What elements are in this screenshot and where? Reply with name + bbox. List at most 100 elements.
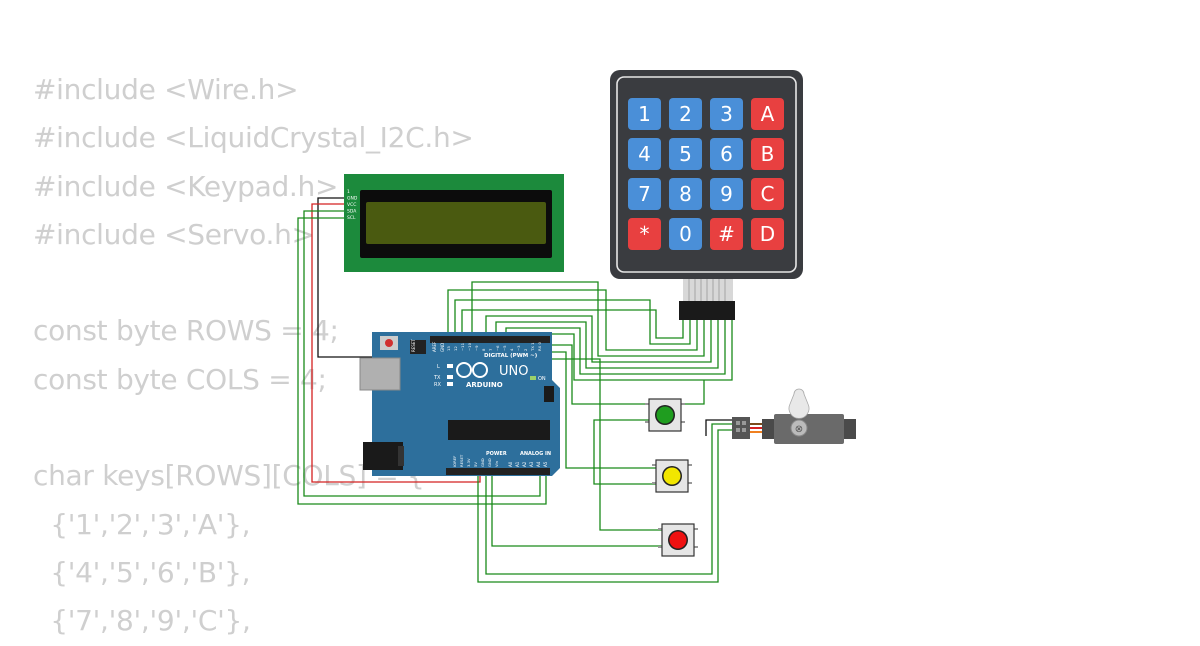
usb-port bbox=[359, 357, 401, 391]
push-button[interactable] bbox=[645, 398, 685, 432]
push-button-cap[interactable] bbox=[663, 467, 681, 485]
keypad-key-cap bbox=[669, 98, 702, 130]
keypad-key-cap bbox=[669, 138, 702, 170]
keypad-key[interactable]: 6 bbox=[710, 138, 743, 170]
arduino-uno[interactable]: ARDUINO UNO DIGITAL (PWM ~) POWER ANALOG… bbox=[359, 332, 560, 476]
digital-label: DIGITAL (PWM ~) bbox=[484, 353, 538, 359]
keypad-key[interactable]: 9 bbox=[710, 178, 743, 210]
keypad-key[interactable]: C bbox=[751, 178, 784, 210]
push-button-cap[interactable] bbox=[669, 531, 687, 549]
wire-lcd-gnd[interactable] bbox=[317, 197, 372, 358]
l-led-label: L bbox=[437, 364, 440, 370]
keypad-key[interactable]: A bbox=[751, 98, 784, 130]
keypad-key[interactable]: 2 bbox=[669, 98, 702, 130]
keypad-key[interactable]: 8 bbox=[669, 178, 702, 210]
wire-btn-red-2[interactable] bbox=[491, 470, 662, 547]
push-button-cap[interactable] bbox=[656, 406, 674, 424]
push-buttons bbox=[645, 398, 698, 557]
wire-lcd-vcc[interactable] bbox=[311, 203, 481, 483]
digital-pin-label: 7 bbox=[488, 348, 493, 351]
digital-pin-label: 12 bbox=[453, 346, 458, 351]
wire-btn-red[interactable] bbox=[552, 358, 662, 531]
servo-horn[interactable] bbox=[788, 388, 810, 419]
servo-motor[interactable]: ⊗ bbox=[732, 388, 856, 444]
wire-kp-6[interactable] bbox=[495, 320, 719, 369]
lcd-pin-label: SDA bbox=[347, 209, 357, 215]
keypad-key[interactable]: 0 bbox=[669, 218, 702, 250]
keypad-key-cap bbox=[710, 98, 743, 130]
code-line: #include <LiquidCrystal_I2C.h> bbox=[33, 121, 474, 155]
digital-pin-label: 13 bbox=[446, 346, 451, 351]
arduino-brand: ARDUINO bbox=[466, 381, 503, 389]
servo-body bbox=[774, 414, 844, 444]
arduino-model: UNO bbox=[499, 364, 528, 379]
keypad-key-cap bbox=[669, 218, 702, 250]
aref-label: AREF bbox=[432, 341, 437, 352]
digital-pin-label: ~5 bbox=[502, 345, 507, 351]
keypad-key-cap bbox=[751, 178, 784, 210]
wire-btn-green[interactable] bbox=[552, 344, 650, 405]
keypad-key[interactable]: 1 bbox=[628, 98, 661, 130]
wire-kp-2[interactable] bbox=[454, 299, 691, 345]
keypad-key-label: 9 bbox=[720, 182, 733, 206]
keypad-key-label: 2 bbox=[679, 102, 692, 126]
digital-header bbox=[430, 336, 550, 343]
keypad-ribbon bbox=[683, 279, 733, 301]
keypad-key[interactable]: * bbox=[628, 218, 661, 250]
keypad-key-label: 4 bbox=[638, 142, 651, 166]
wire-servo-signal[interactable] bbox=[705, 419, 732, 436]
keypad-key[interactable]: B bbox=[751, 138, 784, 170]
keypad-key-label: A bbox=[761, 102, 775, 126]
analog-label: ANALOG IN bbox=[520, 451, 551, 457]
power-pin-label: 5V bbox=[473, 462, 478, 467]
wire-kp-3[interactable] bbox=[447, 289, 698, 351]
wire-gnd-bus[interactable] bbox=[485, 423, 732, 575]
digital-pin-label: TX 1 bbox=[530, 342, 535, 352]
analog-pin-label: A4 bbox=[536, 461, 541, 467]
code-line: #include <Servo.h> bbox=[33, 217, 315, 251]
keypad-key[interactable]: 4 bbox=[628, 138, 661, 170]
keypad-key[interactable]: # bbox=[710, 218, 743, 250]
keypad-key[interactable]: 3 bbox=[710, 98, 743, 130]
keypad-key-label: 1 bbox=[638, 102, 651, 126]
wire-lcd-scl[interactable] bbox=[297, 217, 547, 505]
keypad-key[interactable]: 7 bbox=[628, 178, 661, 210]
on-label: ON bbox=[538, 376, 546, 382]
keypad-key-label: C bbox=[761, 182, 775, 206]
keypad-key-cap bbox=[628, 98, 661, 130]
wire-btn-green-gnd[interactable] bbox=[680, 380, 705, 405]
keypad-key-label: # bbox=[718, 222, 735, 246]
keypad-key-cap bbox=[628, 218, 661, 250]
keypad-key-label: 0 bbox=[679, 222, 692, 246]
wire-btn-yellow-2[interactable] bbox=[593, 419, 656, 485]
push-button[interactable] bbox=[658, 523, 698, 557]
wire-5v-bus[interactable] bbox=[477, 429, 732, 583]
keypad-key-label: 3 bbox=[720, 102, 733, 126]
code-listing: #include <Wire.h>#include <LiquidCrystal… bbox=[33, 66, 474, 646]
wire-kp-7[interactable] bbox=[505, 320, 726, 375]
digital-pin-label: ~9 bbox=[474, 345, 479, 351]
push-button[interactable] bbox=[652, 459, 692, 493]
keypad-ribbon-lines bbox=[688, 279, 726, 301]
wire-kp-4[interactable] bbox=[471, 281, 705, 357]
wire-lcd-sda[interactable] bbox=[303, 210, 541, 497]
power-analog-header bbox=[446, 468, 550, 475]
lcd-screen bbox=[366, 202, 546, 244]
wire-btn-yellow[interactable] bbox=[552, 351, 656, 469]
keypad-key-label: D bbox=[760, 222, 775, 246]
wire-kp-1[interactable] bbox=[461, 309, 684, 339]
keypad-key[interactable]: D bbox=[751, 218, 784, 250]
power-pin-label: 3.3V bbox=[466, 458, 471, 467]
power-label: POWER bbox=[486, 451, 507, 457]
keypad-key-label: 8 bbox=[679, 182, 692, 206]
keypad-key-label: 5 bbox=[679, 142, 692, 166]
keypad-key[interactable]: 5 bbox=[669, 138, 702, 170]
code-line: const byte ROWS = 4; bbox=[33, 314, 339, 348]
keypad-key-label: B bbox=[761, 142, 775, 166]
wire-kp-5[interactable] bbox=[485, 315, 712, 363]
gnd-label: GND bbox=[440, 343, 445, 352]
